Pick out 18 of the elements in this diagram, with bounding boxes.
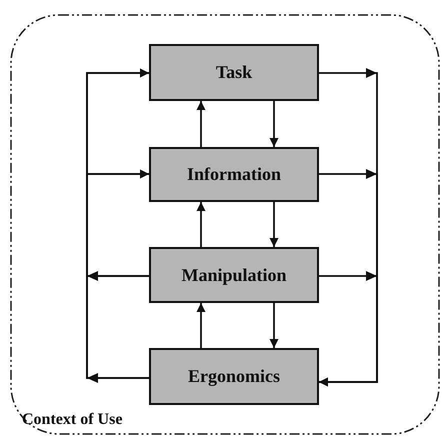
arrow (196, 101, 206, 147)
arrow (270, 303, 278, 348)
box-label: Manipulation (181, 264, 287, 286)
context-boundary (10, 14, 440, 435)
box-label: Ergonomics (188, 366, 280, 387)
process-box (149, 44, 319, 101)
arrow (270, 202, 278, 247)
process-box (149, 247, 319, 303)
box-label: Task (216, 62, 252, 83)
arrow (270, 101, 278, 147)
process-box (149, 348, 319, 405)
arrow (196, 202, 206, 247)
arrow (319, 275, 378, 386)
boundary-label: Context of Use (22, 411, 122, 429)
box-label: Information (187, 164, 281, 185)
arrow (196, 303, 206, 348)
arrow (86, 170, 149, 379)
process-box (149, 147, 319, 202)
